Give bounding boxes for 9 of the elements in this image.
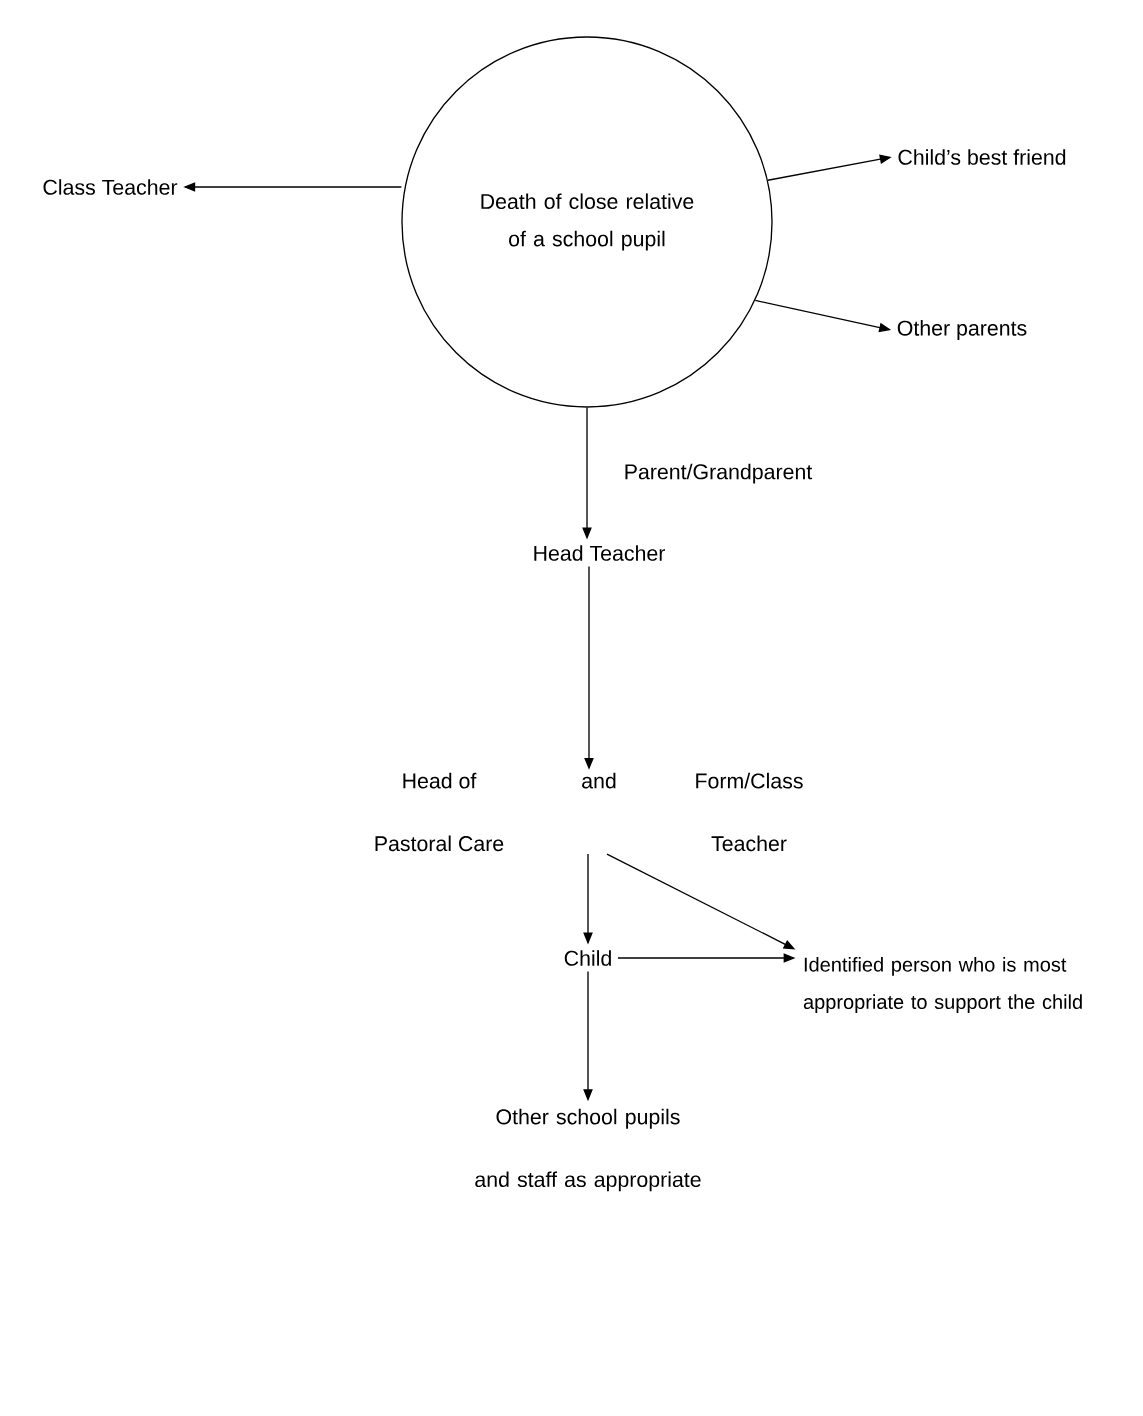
node-text: Head Teacher xyxy=(534,545,666,561)
node-text: Other school pupils and staff as appropriate xyxy=(475,1108,701,1192)
node-text: Child xyxy=(564,950,611,966)
node-text: Class Teacher xyxy=(43,179,178,195)
node-text: Other parents xyxy=(897,320,1027,340)
node-text: Head of Pastoral Care and Form/Class Teacher xyxy=(375,772,803,852)
node-text: Child’s best friend xyxy=(898,149,1066,165)
node-text: Identified person who is most appropriate to support the child xyxy=(803,957,1082,1013)
edge-label: Parent/Grandparent xyxy=(625,463,813,484)
